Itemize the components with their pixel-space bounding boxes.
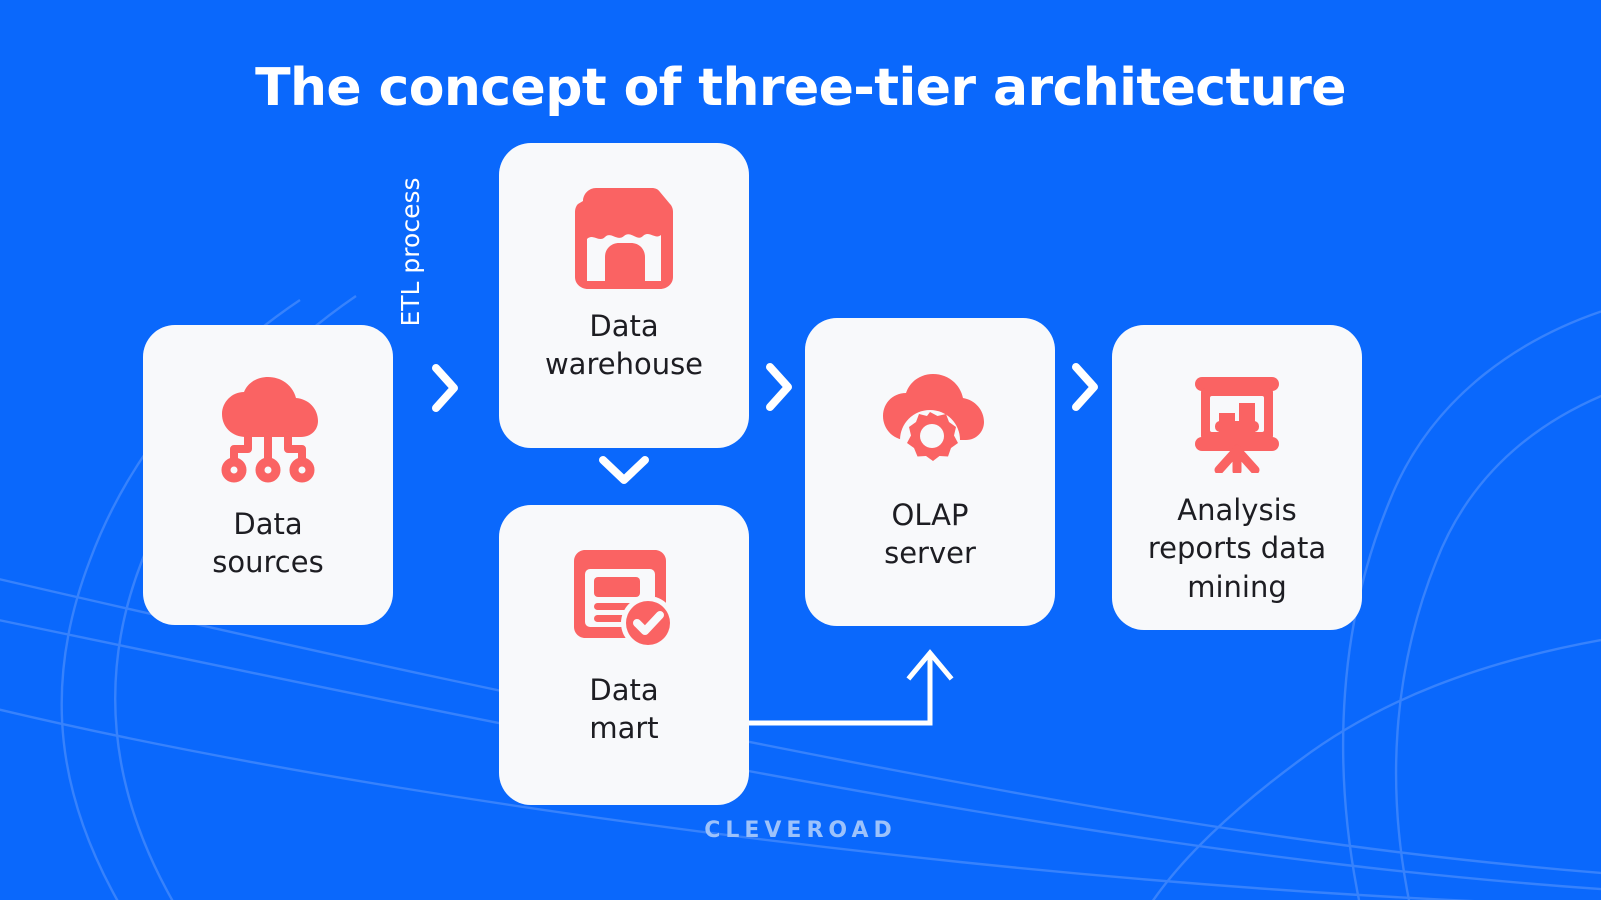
warehouse-store-icon <box>575 188 673 289</box>
page-title: The concept of three-tier architecture <box>255 58 1346 118</box>
cloud-gear-icon <box>883 374 984 470</box>
chevron-right-icon <box>766 363 792 411</box>
card-label: Analysis reports data mining <box>1147 493 1327 604</box>
chevron-right-icon <box>1072 363 1098 411</box>
card-olap-server[interactable]: OLAP server <box>805 318 1055 626</box>
presentation-chart-icon <box>1195 377 1279 473</box>
etl-process-label: ETL process <box>396 177 425 327</box>
card-label: Data mart <box>589 673 659 746</box>
chevron-right-icon <box>432 364 458 412</box>
brand-watermark: CLEVEROAD <box>704 818 897 843</box>
elbow-arrow-up-icon <box>740 649 954 726</box>
card-data-warehouse[interactable]: Data warehouse <box>499 143 749 448</box>
card-label: Data warehouse <box>544 309 704 382</box>
card-data-mart[interactable]: Data mart <box>499 505 749 805</box>
card-label: OLAP server <box>884 498 976 571</box>
report-check-icon <box>574 550 675 650</box>
chevron-down-icon <box>599 456 649 484</box>
cloud-network-icon <box>221 377 318 483</box>
card-analysis[interactable]: Analysis reports data mining <box>1112 325 1362 630</box>
card-label: Data sources <box>212 507 324 580</box>
card-data-sources[interactable]: Data sources <box>143 325 393 625</box>
